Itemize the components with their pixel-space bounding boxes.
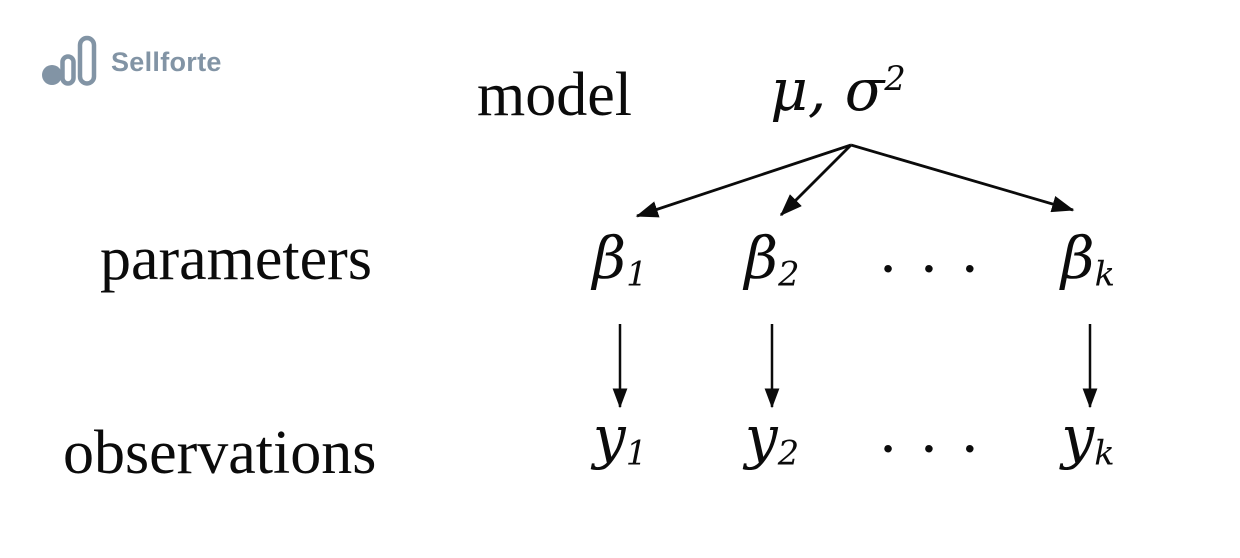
row-label-parameters: parameters (100, 225, 372, 293)
mu-sigma-base: μ, σ (770, 56, 885, 124)
row-label-model: model (477, 61, 632, 129)
node-y-k: yk (1061, 408, 1114, 470)
beta-2-base: β (744, 224, 779, 292)
row-label-observations: observations (63, 419, 377, 487)
node-beta-2: β2 (745, 229, 800, 291)
dots-observations: · · · (878, 415, 982, 483)
logo-brand-text: Sellforte (111, 47, 222, 77)
node-beta-k: βk (1061, 229, 1115, 291)
beta-1-subscript: 1 (626, 254, 648, 294)
arrow-model-to-beta1 (635, 143, 852, 218)
bar-chart-logo-icon (42, 35, 97, 86)
sellforte-logo: Sellforte (42, 30, 222, 88)
beta-1-base: β (592, 224, 627, 292)
y-k-subscript: k (1094, 433, 1115, 473)
beta-2-subscript: 2 (778, 254, 800, 294)
node-y-1: y1 (593, 408, 647, 470)
arrow-model-to-beta2 (780, 144, 852, 216)
y-1-base: y (592, 403, 626, 471)
y-2-base: y (744, 403, 778, 471)
mu-sigma-superscript: 2 (884, 58, 906, 98)
beta-k-base: β (1061, 224, 1095, 292)
dots-parameters: · · · (878, 235, 982, 303)
node-beta-1: β1 (593, 229, 648, 291)
y-2-subscript: 2 (777, 433, 800, 473)
y-k-base: y (1061, 403, 1095, 471)
beta-k-subscript: k (1094, 254, 1115, 294)
node-mu-sigma: μ, σ2 (770, 61, 906, 119)
arrow-model-to-betak (850, 143, 1075, 213)
node-y-2: y2 (745, 408, 799, 470)
y-1-subscript: 1 (625, 433, 648, 473)
